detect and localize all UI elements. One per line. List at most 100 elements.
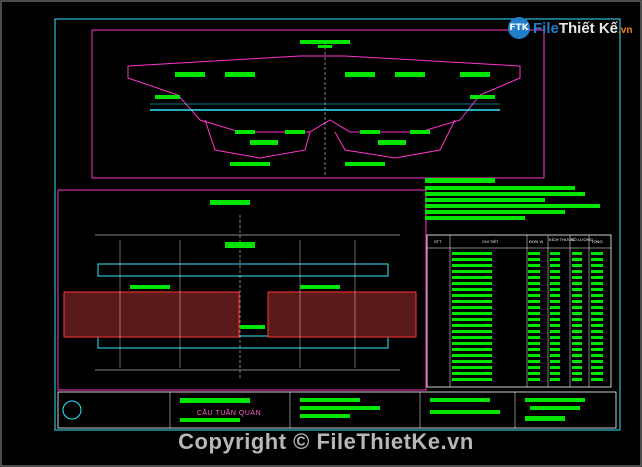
annotation-label (425, 216, 525, 220)
table-cell-mark (572, 330, 582, 333)
table-cell-mark (591, 366, 603, 369)
table-cell-mark (528, 258, 540, 261)
table-cell-mark (452, 360, 492, 363)
table-cell-mark (452, 300, 492, 303)
table-cell-mark (591, 282, 603, 285)
quantity-table-headers: STT CHI TIẾT ĐƠN VỊ KÍCH THƯỚC SỐ LƯỢNG … (427, 235, 611, 387)
table-cell-mark (591, 360, 603, 363)
table-cell-mark (591, 252, 603, 255)
table-header-total: TỔNG (591, 239, 603, 244)
table-cell-mark (550, 294, 560, 297)
table-cell-mark (572, 258, 582, 261)
table-cell-mark (528, 348, 540, 351)
table-cell-mark (572, 306, 582, 309)
annotation-label (210, 200, 250, 205)
table-cell-mark (572, 378, 582, 381)
table-cell-mark (528, 300, 540, 303)
annotation-label (300, 414, 350, 418)
seal-emblem-icon (62, 400, 82, 420)
table-cell-mark (528, 360, 540, 363)
table-cell-mark (550, 378, 560, 381)
table-cell-mark (550, 324, 560, 327)
annotation-label (525, 416, 565, 421)
table-header-detail: CHI TIẾT (482, 239, 499, 244)
deck-outline (127, 55, 521, 133)
table-cell-mark (591, 354, 603, 357)
table-cell-mark (550, 366, 560, 369)
annotation-label (425, 178, 495, 183)
table-cell-mark (550, 330, 560, 333)
section-frame (91, 29, 545, 179)
table-cell-mark (550, 354, 560, 357)
filethietke-logo[interactable]: FTK FileThiết Kế.vn (508, 14, 634, 42)
annotation-label (180, 418, 240, 422)
table-cell-mark (528, 336, 540, 339)
table-cell-mark (572, 366, 582, 369)
table-cell-mark (572, 318, 582, 321)
table-cell-mark (550, 288, 560, 291)
table-cell-mark (550, 306, 560, 309)
table-cell-mark (452, 252, 492, 255)
annotation-label (300, 406, 380, 410)
sheet-border (54, 18, 621, 431)
table-cell-mark (572, 288, 582, 291)
table-cell-mark (591, 348, 603, 351)
annotation-label (425, 210, 565, 214)
table-cell-mark (452, 282, 492, 285)
annotation-label (378, 140, 406, 145)
table-cell-mark (528, 294, 540, 297)
table-cell-mark (591, 300, 603, 303)
table-cell-mark (452, 306, 492, 309)
table-cell-mark (528, 276, 540, 279)
table-cell-mark (452, 354, 492, 357)
annotation-label (180, 398, 250, 403)
table-cell-mark (572, 354, 582, 357)
annotation-label (175, 72, 205, 77)
table-header-size: KÍCH THƯỚC (549, 237, 575, 242)
table-cell-mark (591, 324, 603, 327)
table-cell-mark (572, 276, 582, 279)
table-cell-mark (528, 330, 540, 333)
table-cell-mark (550, 318, 560, 321)
annotation-label (425, 186, 575, 190)
table-cell-mark (452, 348, 492, 351)
table-cell-mark (572, 372, 582, 375)
table-cell-mark (572, 252, 582, 255)
logo-brand-a: File (533, 19, 559, 37)
logo-mark-icon: FTK (508, 17, 530, 39)
table-cell-mark (591, 312, 603, 315)
table-cell-mark (550, 300, 560, 303)
table-cell-mark (452, 312, 492, 315)
table-cell-mark (528, 372, 540, 375)
table-cell-mark (550, 360, 560, 363)
table-cell-mark (528, 288, 540, 291)
table-cell-mark (572, 312, 582, 315)
table-cell-mark (591, 342, 603, 345)
table-header-unit: ĐƠN VỊ (529, 239, 544, 244)
table-cell-mark (528, 282, 540, 285)
annotation-label (345, 72, 375, 77)
annotation-label (225, 242, 255, 248)
title-block-name: CẦU TUẦN QUÁN (196, 410, 262, 417)
table-cell-mark (550, 252, 560, 255)
table-cell-mark (591, 264, 603, 267)
table-cell-mark (452, 372, 492, 375)
table-cell-mark (528, 324, 540, 327)
annotation-label (230, 162, 270, 166)
girder-left (204, 119, 311, 159)
table-cell-mark (572, 348, 582, 351)
table-cell-mark (452, 258, 492, 261)
annotation-label (425, 198, 545, 202)
table-cell-mark (591, 276, 603, 279)
table-cell-mark (452, 378, 492, 381)
table-cell-mark (528, 264, 540, 267)
table-cell-mark (591, 270, 603, 273)
annotation-label (285, 130, 305, 134)
annotation-label (395, 72, 425, 77)
table-cell-mark (550, 258, 560, 261)
table-cell-mark (528, 366, 540, 369)
table-cell-mark (591, 306, 603, 309)
